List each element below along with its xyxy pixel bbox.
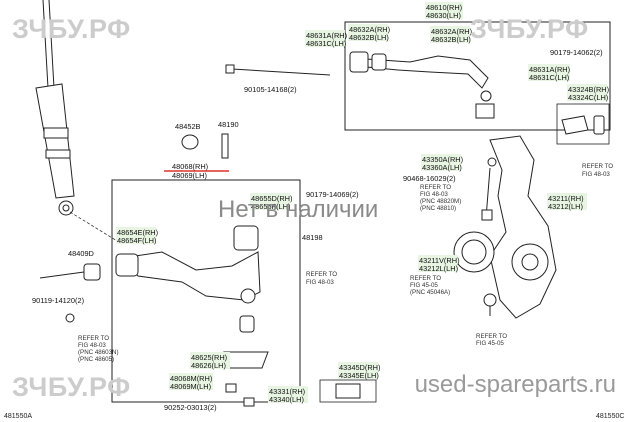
label-48631C-b: 48631C(LH) [529, 73, 569, 82]
ref-stab-2: FIG 48-03 [420, 191, 448, 198]
upper-control-arm-drawing [349, 51, 495, 119]
label-48632B-b: 48632B(LH) [431, 35, 471, 44]
label-43324B: 43324B(RH) [568, 85, 609, 94]
label-90252-03013: 90252-03013(2) [164, 403, 217, 412]
label-48409D: 48409D [68, 249, 94, 258]
upper-arm-callout-box [344, 21, 611, 131]
label-90119-14120: 90119-14120(2) [32, 296, 84, 305]
ref-stab-3: (PNC 48820M) [420, 198, 461, 205]
ref-hub-3: (PNC 45046A) [410, 289, 450, 296]
site-watermark: used-spareparts.ru [414, 371, 616, 398]
part-labels: 48610(RH) 48630(LH) 48631A(RH) 48631C(LH… [32, 2, 609, 412]
label-43350A: 43350A(RH) [422, 155, 463, 164]
label-48632A-a: 48632A(RH) [349, 25, 390, 34]
bumper-drawing [561, 115, 605, 135]
ref-left-3: (PNC 48603N) [78, 349, 119, 356]
ref-left-1: REFER TO [78, 335, 109, 342]
ref-steer-top-1: REFER TO [582, 163, 613, 170]
label-48632B-a: 48632B(LH) [349, 33, 389, 42]
ball-joint-lower-drawing [483, 293, 497, 316]
dust-seal-drawing [453, 231, 495, 273]
ref-left-4: (PNC 48605) [78, 356, 114, 363]
label-43340: 43340(LH) [269, 395, 304, 404]
cam-plate-drawing [181, 133, 229, 159]
label-48610: 48610(RH) [426, 3, 462, 12]
ref-ball-2: FIG 45-05 [476, 340, 504, 347]
bumper-small-callout-box [319, 379, 377, 403]
label-43345D: 43345D(RH) [339, 363, 381, 372]
lower-control-arm-drawing [115, 225, 261, 304]
label-48069: 48069(LH) [172, 171, 207, 180]
stock-status-watermark: Нет в наличии [218, 196, 379, 223]
shock-absorber-drawing [35, 0, 75, 216]
ref-stab-1: REFER TO [420, 184, 451, 191]
shock-to-arm-leader [69, 211, 123, 245]
ref-mid-1: REFER TO [306, 271, 337, 278]
figure-code-right: 481550C [596, 413, 624, 420]
bushing-48409D-drawing [39, 263, 101, 281]
label-43212-LH: 43212(LH) [548, 202, 583, 211]
ref-hub-2: FIG 45-05 [410, 282, 438, 289]
label-43212L: 43212L(LH) [419, 264, 458, 273]
label-48626: 48626(LH) [191, 361, 226, 370]
ref-steer-top-2: FIG 48-03 [582, 171, 610, 178]
ref-left-2: FIG 48-03 [78, 342, 106, 349]
brand-watermark-top-right: ЗЧБУ.РФ [470, 14, 589, 44]
label-48655D: 48655D(RH) [251, 194, 293, 203]
label-48632A-b: 48632A(RH) [431, 27, 472, 36]
label-48069M: 48069M(LH) [170, 382, 211, 391]
stabilizer-link-drawing [481, 157, 497, 221]
label-48630: 48630(LH) [426, 11, 461, 20]
label-48631C: 48631C(LH) [306, 39, 346, 48]
label-43345E: 43345E(LH) [339, 371, 379, 380]
label-90468-16029: 90468-16029(2) [403, 174, 456, 183]
label-43211-RH: 43211(RH) [548, 194, 584, 203]
label-48655F: 48655F(LH) [251, 202, 290, 211]
brand-watermark-bottom-left: ЗЧБУ.РФ [12, 372, 131, 402]
label-48068M: 48068M(RH) [170, 374, 212, 383]
steering-knuckle-drawing [489, 135, 557, 319]
label-48625: 48625(RH) [191, 353, 227, 362]
upper-arm-bolt-drawing [225, 64, 331, 76]
lower-small-parts-drawing [65, 313, 361, 407]
label-43360A: 43360A(LH) [422, 163, 462, 172]
brand-watermark-top-left: ЗЧБУ.РФ [12, 14, 131, 44]
label-48452B: 48452B [175, 122, 201, 131]
label-43331: 43331(RH) [269, 387, 305, 396]
label-90105-14168: 90105-14168(2) [244, 85, 297, 94]
lower-arm-callout-box [111, 179, 301, 403]
figure-code-left: 481550A [4, 413, 32, 420]
ref-hub-1: REFER TO [410, 275, 441, 282]
label-48198: 48198 [302, 233, 323, 242]
ref-mid-2: FIG 48-03 [306, 279, 334, 286]
ref-ball-1: REFER TO [476, 333, 507, 340]
label-48190: 48190 [218, 120, 239, 129]
reference-notes: REFER TO FIG 48-03 REFER TO FIG 48-03 (P… [78, 163, 613, 363]
label-48068: 48068(RH) [172, 162, 208, 171]
label-90179-14062: 90179-14062(2) [550, 48, 603, 57]
label-43324C: 43324C(LH) [568, 93, 608, 102]
ref-stab-4: (PNC 48810) [420, 205, 456, 212]
label-48654E: 48654E(RH) [117, 228, 158, 237]
label-48631A: 48631A(RH) [306, 31, 347, 40]
label-43211V: 43211V(RH) [419, 256, 460, 265]
bumper-callout-box [556, 103, 610, 145]
label-90179-14069: 90179-14069(2) [306, 190, 359, 199]
label-48654F: 48654F(LH) [117, 236, 156, 245]
label-48631A-b: 48631A(RH) [529, 65, 570, 74]
